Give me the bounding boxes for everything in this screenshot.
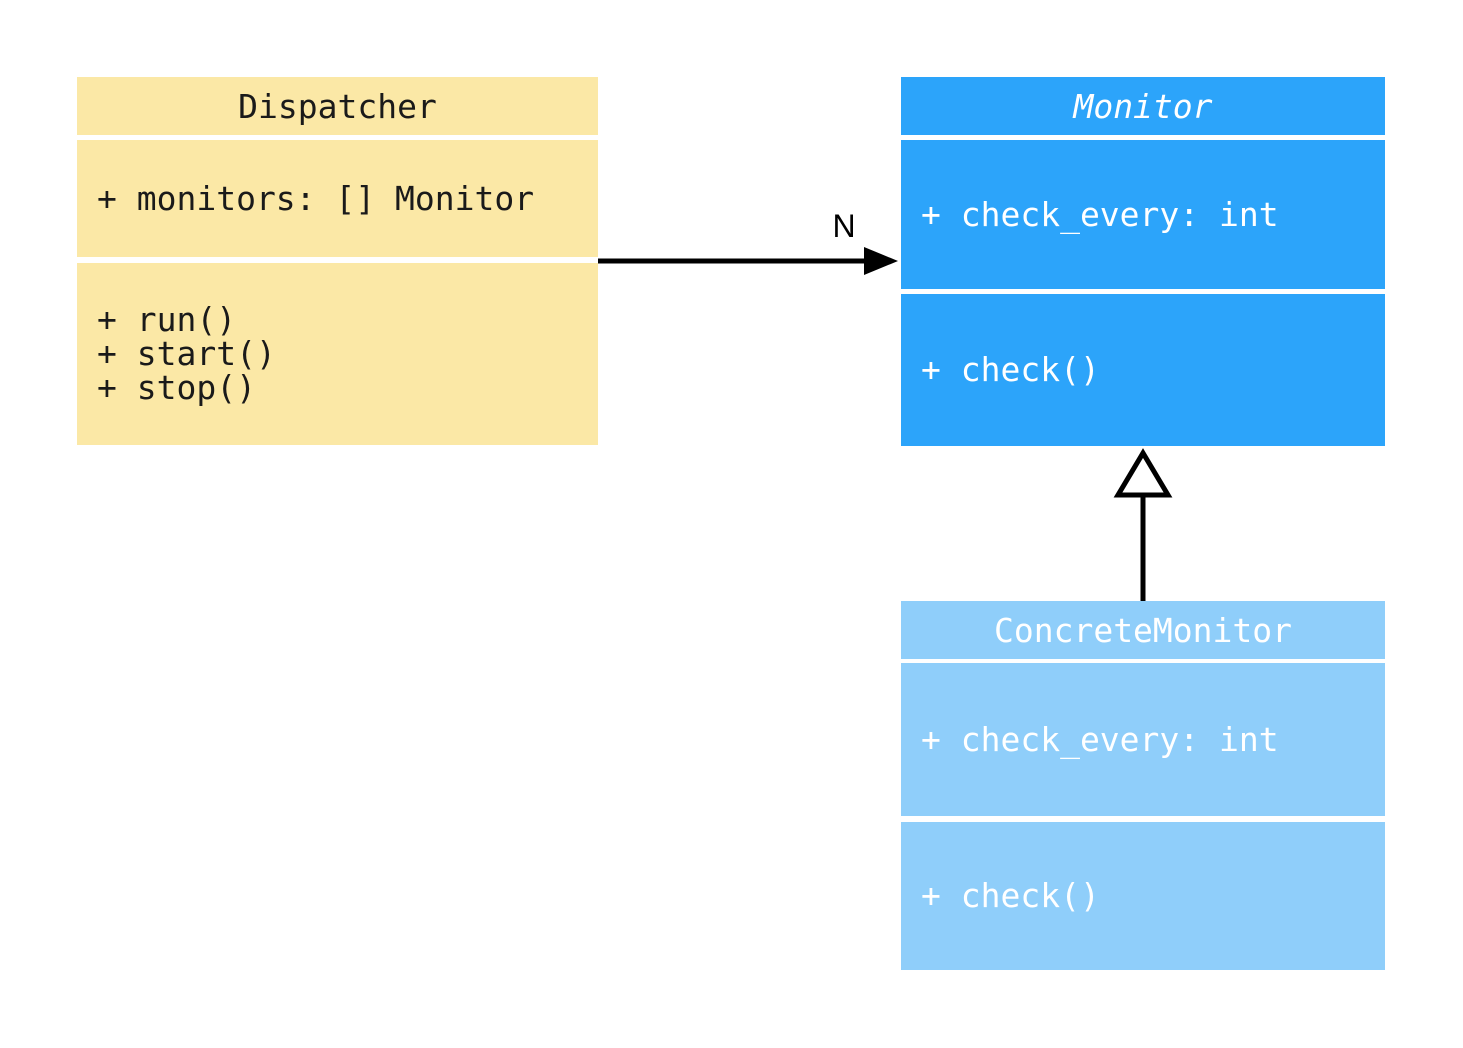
method-row: + run()	[97, 300, 237, 339]
class-title-dispatcher: Dispatcher	[77, 77, 598, 135]
class-methods-monitor: + check()	[901, 294, 1385, 446]
method-row: + stop()	[97, 368, 256, 407]
method-row: + start()	[97, 334, 276, 373]
class-attributes-concrete-monitor: + check_every: int	[901, 663, 1385, 816]
class-attributes-monitor: + check_every: int	[901, 140, 1385, 289]
class-methods-concrete-monitor: + check()	[901, 822, 1385, 970]
class-box-monitor: Monitor + check_every: int + check()	[901, 77, 1385, 446]
association-arrowhead-icon	[864, 247, 898, 275]
association-arrow-dispatcher-to-monitor	[598, 247, 898, 275]
class-box-dispatcher: Dispatcher + monitors: [] Monitor + run(…	[77, 77, 598, 445]
method-row: + check()	[921, 350, 1100, 389]
attribute-row: + monitors: [] Monitor	[97, 178, 535, 218]
class-title-concrete-monitor: ConcreteMonitor	[901, 601, 1385, 659]
class-attributes-dispatcher: + monitors: [] Monitor	[77, 140, 598, 257]
class-methods-dispatcher: + run() + start() + stop()	[77, 263, 598, 445]
class-box-concrete-monitor: ConcreteMonitor + check_every: int + che…	[901, 601, 1385, 970]
method-row: + check()	[921, 876, 1100, 915]
attribute-row: + check_every: int	[921, 194, 1279, 234]
inheritance-arrow-concrete-monitor-to-monitor	[1113, 448, 1173, 601]
attribute-row: + check_every: int	[921, 719, 1279, 759]
inheritance-hollow-triangle-icon	[1113, 448, 1173, 498]
class-title-monitor: Monitor	[901, 77, 1385, 135]
association-multiplicity-label: N	[832, 208, 856, 244]
